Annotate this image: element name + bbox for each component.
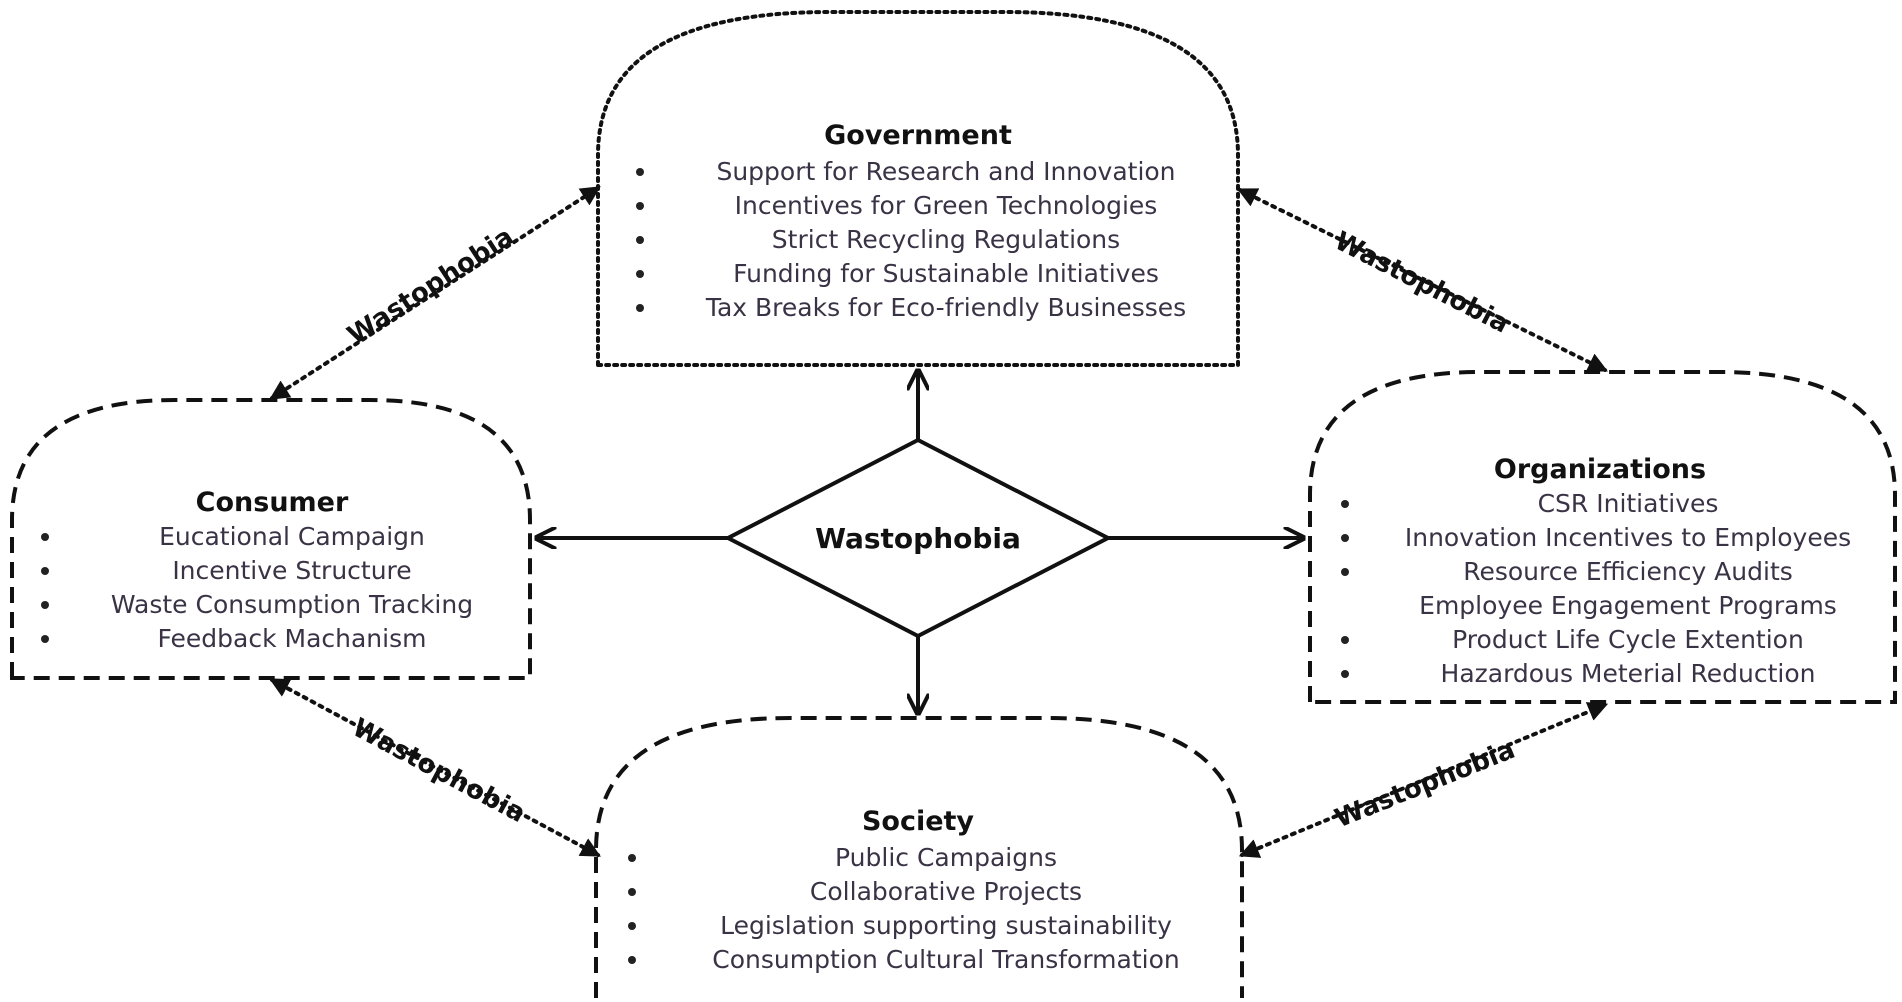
link-government-organizations bbox=[1237, 188, 1608, 372]
organizations-list-item: CSR Initiatives bbox=[1538, 489, 1719, 518]
government-list-item: Funding for Sustainable Initiatives bbox=[733, 259, 1159, 288]
government-bullet bbox=[636, 236, 644, 244]
government-bullet bbox=[636, 202, 644, 210]
government-list-item: Tax Breaks for Eco-friendly Businesses bbox=[705, 293, 1186, 322]
consumer-list-item: Incentive Structure bbox=[172, 556, 411, 585]
consumer-node-shape bbox=[10, 398, 532, 680]
consumer-list-item: Eucational Campaign bbox=[159, 522, 425, 551]
organizations-list-item: Hazardous Meterial Reduction bbox=[1441, 659, 1816, 688]
link-consumer-society bbox=[269, 678, 601, 857]
organizations-title: Organizations bbox=[1494, 454, 1706, 485]
link-consumer-government bbox=[269, 186, 601, 400]
society-bullet bbox=[628, 888, 636, 896]
organizations-bullet bbox=[1341, 670, 1349, 678]
link-society-organizations bbox=[1238, 702, 1609, 858]
organizations-list-item: Innovation Incentives to Employees bbox=[1405, 523, 1851, 552]
government-list-item: Strict Recycling Regulations bbox=[772, 225, 1120, 254]
link-label-society-organizations: Wastophobia bbox=[1331, 735, 1519, 834]
organizations-bullet bbox=[1341, 568, 1349, 576]
center-label: Wastophobia bbox=[815, 522, 1021, 555]
society-bullet bbox=[628, 854, 636, 862]
organizations-list-item: Resource Efficiency Audits bbox=[1463, 557, 1793, 586]
government-items: Support for Research and InnovationIncen… bbox=[636, 157, 1186, 322]
society-bullet bbox=[628, 956, 636, 964]
consumer-title: Consumer bbox=[196, 487, 349, 518]
organizations-bullet bbox=[1341, 636, 1349, 644]
society-bullet bbox=[628, 922, 636, 930]
society-list-item: Legislation supporting sustainability bbox=[720, 911, 1172, 940]
organizations-node-shape bbox=[1308, 370, 1897, 704]
organizations-list-item: Product Life Cycle Extention bbox=[1452, 625, 1804, 654]
government-node-shape bbox=[596, 10, 1240, 367]
society-list-item: Collaborative Projects bbox=[810, 877, 1082, 906]
organizations-bullet bbox=[1341, 500, 1349, 508]
link-label-consumer-government: Wastophobia bbox=[342, 222, 519, 351]
link-label-consumer-society: Wastophobia bbox=[347, 713, 530, 829]
government-bullet bbox=[636, 168, 644, 176]
society-title: Society bbox=[862, 806, 974, 837]
government-list-item: Incentives for Green Technologies bbox=[735, 191, 1158, 220]
society-list-item: Consumption Cultural Transformation bbox=[712, 945, 1179, 974]
consumer-list-item: Waste Consumption Tracking bbox=[111, 590, 473, 619]
link-label-government-organizations: Wastophobia bbox=[1330, 226, 1514, 339]
consumer-list-item: Feedback Machanism bbox=[158, 624, 427, 653]
consumer-bullet bbox=[41, 533, 49, 541]
organizations-bullet bbox=[1341, 534, 1349, 542]
government-bullet bbox=[636, 304, 644, 312]
government-bullet bbox=[636, 270, 644, 278]
consumer-bullet bbox=[41, 601, 49, 609]
society-list-item: Public Campaigns bbox=[835, 843, 1057, 872]
consumer-bullet bbox=[41, 635, 49, 643]
government-title: Government bbox=[824, 120, 1012, 151]
consumer-bullet bbox=[41, 567, 49, 575]
organizations-list-item: Employee Engagement Programs bbox=[1419, 591, 1837, 620]
society-node-shape bbox=[594, 716, 1244, 998]
government-list-item: Support for Research and Innovation bbox=[716, 157, 1175, 186]
